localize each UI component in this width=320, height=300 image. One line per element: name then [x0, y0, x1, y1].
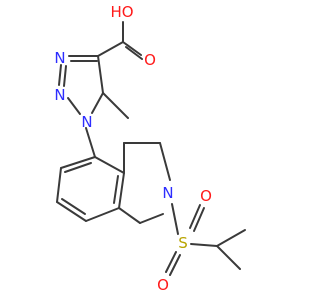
bond-ar-5: [118, 172, 125, 209]
bond-n3-n2-b: [63, 65, 67, 87]
bond-s-ch: [190, 243, 218, 247]
bond-ar-1-inner: [64, 162, 92, 173]
atom-label-layer: HO O N N N N S O O: [54, 3, 212, 294]
bond-ar-5-inner: [113, 175, 119, 204]
bond-n-s: [171, 203, 179, 235]
bond-c4-cooh: [97, 41, 124, 57]
bond-n2-n1: [67, 97, 81, 115]
bond-ar-2: [56, 167, 62, 203]
bond-s-o-top-a: [189, 204, 201, 229]
atom-label-sulfonyl-oxygen-top: O: [200, 187, 212, 205]
bond-n1-c5: [91, 92, 104, 114]
bond-cooh-c-o-double-a: [122, 41, 142, 56]
bond-c5-methyl: [102, 92, 129, 119]
bond-ar-3-inner: [61, 198, 86, 215]
bond-ch-me-top: [216, 229, 246, 247]
bond-ar-3: [56, 201, 87, 222]
bond-s-o-bottom-b: [169, 254, 181, 276]
atom-label-sulfonyl-oxygen-bottom: O: [157, 276, 169, 294]
bond-sat-4: [139, 213, 164, 224]
bond-n1-ar-c5: [85, 127, 96, 158]
atom-label-triazole-n2: N: [54, 86, 65, 104]
atom-label-hydroxyl: HO: [110, 3, 133, 21]
bond-s-o-bottom-a: [165, 251, 177, 273]
atom-label-sulfur: S: [178, 234, 188, 252]
bond-ar-4: [85, 207, 120, 222]
bond-c5-c4: [97, 55, 104, 94]
bond-ar-1: [60, 156, 96, 169]
atom-label-triazole-n1: N: [81, 113, 92, 131]
bond-ch-me-bottom: [216, 245, 241, 270]
bond-ar-6: [94, 156, 125, 174]
bond-s-o-top-b: [193, 207, 205, 232]
bond-n3-n2-a: [58, 64, 62, 86]
bond-sat-5: [118, 207, 141, 224]
atom-label-ring-nitrogen: N: [162, 184, 173, 202]
atom-label-triazole-n3: N: [54, 49, 65, 67]
atom-label-carbonyl-oxygen: O: [144, 51, 156, 69]
bond-layer: [56, 21, 246, 276]
molecule-structure-diagram: HO O N N N N S O O: [54, 3, 246, 294]
bond-cooh-c-o-double-b: [125, 46, 143, 60]
bond-sat-3: [159, 142, 171, 181]
